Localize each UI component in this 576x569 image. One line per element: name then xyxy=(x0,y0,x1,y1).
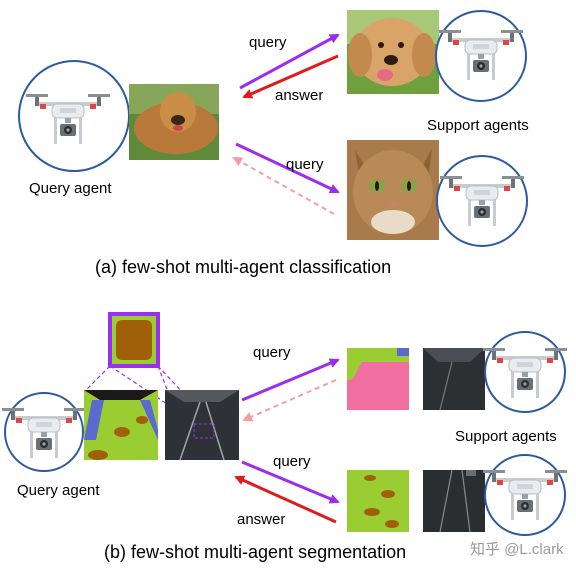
zoom-line xyxy=(157,365,169,393)
faint-answer-arrow xyxy=(232,157,335,215)
query-label-a2: query xyxy=(286,156,324,173)
support-seg-mask-1 xyxy=(347,348,409,410)
query-arrow xyxy=(239,33,340,90)
answer-arrow xyxy=(242,54,339,99)
watermark: 知乎 @L.clark xyxy=(470,541,564,558)
support-image-cat xyxy=(347,140,439,240)
support-agent-b2 xyxy=(482,454,568,536)
answer-label-a: answer xyxy=(275,87,324,104)
support-road-image-1 xyxy=(423,348,485,411)
panel-segmentation xyxy=(1,312,568,536)
caption-b: (b) few-shot multi-agent segmentation xyxy=(104,542,407,562)
zoom-line xyxy=(83,365,111,393)
query-arrow-2 xyxy=(241,460,340,504)
query-image-dog xyxy=(129,84,219,160)
support-image-dog xyxy=(347,10,439,94)
query-agent-a xyxy=(18,60,130,172)
query-agent-label-b: Query agent xyxy=(17,482,100,499)
support-agents-label-b: Support agents xyxy=(455,428,557,445)
zoom-patch xyxy=(108,312,160,368)
query-agent-b xyxy=(1,392,87,472)
query-label-b: query xyxy=(253,344,291,361)
query-seg-mask xyxy=(84,390,158,460)
query-label-b2: query xyxy=(273,453,311,470)
query-label-a: query xyxy=(249,34,287,51)
support-agents-label-a: Support agents xyxy=(427,117,529,134)
support-road-image-2 xyxy=(423,469,485,533)
answer-label-b: answer xyxy=(237,511,286,528)
query-arrow xyxy=(241,358,340,402)
query-agent-label-a: Query agent xyxy=(29,180,112,197)
faint-answer-arrow xyxy=(242,379,337,422)
support-agent-a2 xyxy=(436,155,528,247)
answer-arrow xyxy=(234,475,337,524)
query-arrow-2 xyxy=(235,142,340,194)
support-agent-a1 xyxy=(435,10,527,102)
panel-classification xyxy=(18,10,528,247)
support-agent-b1 xyxy=(482,331,568,413)
caption-a: (a) few-shot multi-agent classification xyxy=(95,257,392,277)
query-road-image xyxy=(165,390,239,461)
support-seg-mask-2 xyxy=(347,470,409,532)
